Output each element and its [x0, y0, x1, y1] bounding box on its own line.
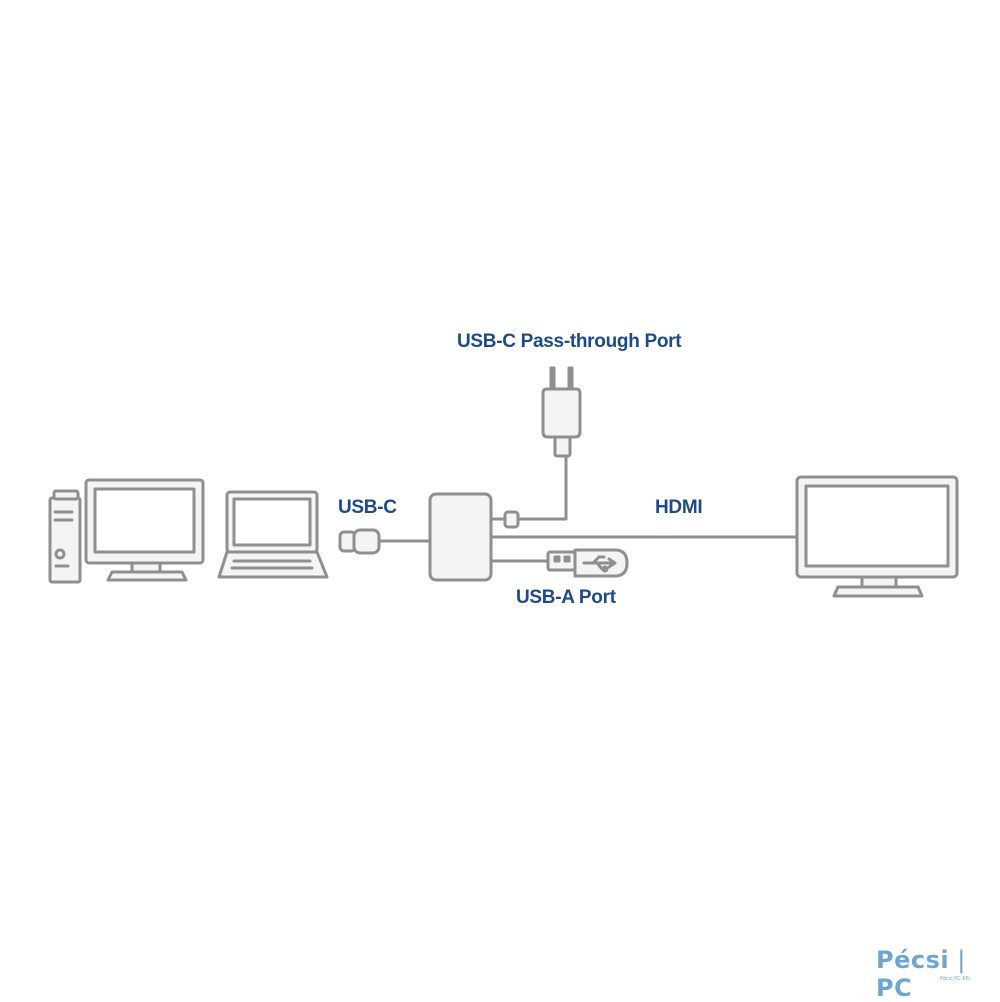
usb-c-label: USB-C	[338, 497, 397, 518]
usb-c-plug-icon	[338, 528, 432, 555]
watermark-logo: Pécsi | PC Pécsi PC Kft.	[876, 946, 1000, 1002]
pass-through-port-label: USB-C Pass-through Port	[457, 331, 682, 352]
usb-c-hub-icon	[428, 492, 493, 582]
hdmi-label: HDMI	[655, 497, 703, 518]
usb-flash-drive-icon	[489, 548, 629, 578]
usb-a-port-label: USB-A Port	[516, 587, 616, 608]
watermark-brand-left: Pécsi	[876, 946, 950, 974]
desktop-tower-icon	[48, 489, 82, 584]
watermark-brand-right: PC	[876, 974, 913, 1002]
external-monitor-icon	[795, 475, 959, 598]
desktop-monitor-icon	[84, 478, 205, 582]
watermark-tagline: Pécsi PC Kft.	[940, 976, 971, 982]
watermark-divider: |	[949, 946, 966, 974]
laptop-icon	[217, 490, 329, 579]
power-adapter-icon	[489, 366, 582, 529]
